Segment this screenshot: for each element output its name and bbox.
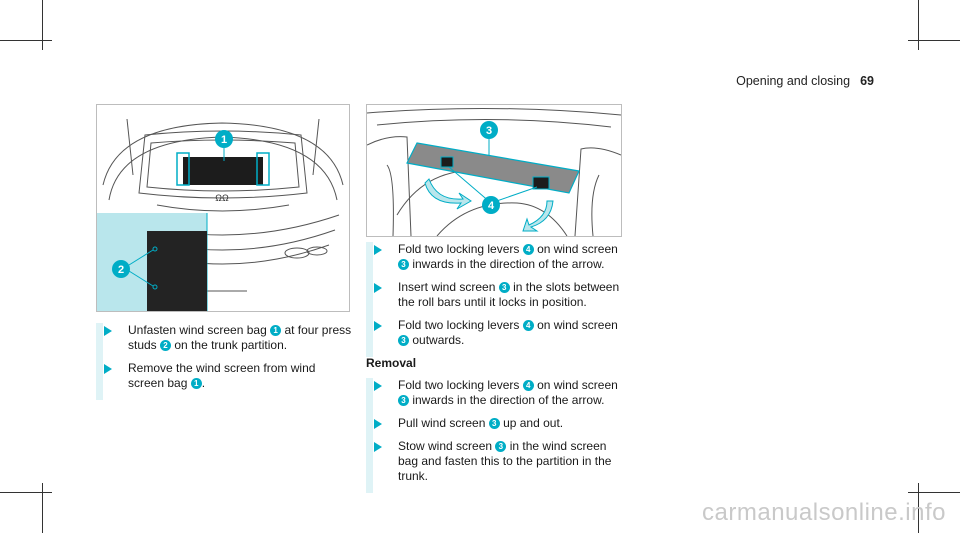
step-bar [366, 318, 373, 357]
ref-number: 3 [495, 441, 507, 452]
ref-number: 4 [522, 320, 534, 331]
step-text: Fold two locking levers 4 on wind screen… [398, 378, 618, 407]
crop-mark [0, 40, 52, 41]
crop-mark [918, 483, 919, 533]
trunk-illustration: ΩΩ 1 2 [97, 118, 344, 311]
svg-text:3: 3 [486, 125, 492, 137]
instruction-step: Pull wind screen 3 up and out. [366, 416, 622, 440]
ref-number: 3 [398, 259, 409, 270]
svg-text:1: 1 [221, 134, 227, 146]
callout-2: 2 [112, 260, 130, 278]
crop-mark [908, 40, 960, 41]
arrow-icon [374, 321, 382, 331]
step-text: Stow wind screen 3 in the wind screen ba… [398, 439, 612, 483]
step-text: Fold two locking levers 4 on wind screen… [398, 242, 618, 271]
step-text: Remove the wind screen from wind screen … [128, 361, 316, 390]
step-text: Insert wind screen 3 in the slots betwee… [398, 280, 620, 309]
step-bar [96, 361, 103, 400]
step-bar [366, 378, 373, 417]
crop-mark [0, 492, 52, 493]
wind-screen-illustration: 3 4 [367, 107, 621, 236]
ref-number: 1 [190, 378, 202, 389]
watermark: carmanualsonline.info [702, 499, 946, 526]
crop-mark [42, 0, 43, 50]
instruction-step: Remove the wind screen from wind screen … [96, 361, 352, 400]
ref-number: 4 [522, 380, 534, 391]
section-title: Opening and closing [736, 74, 851, 88]
step-bar [96, 323, 103, 362]
instruction-step: Fold two locking levers 4 on wind screen… [366, 318, 622, 357]
step-bar [366, 280, 373, 319]
right-instructions: Fold two locking levers 4 on wind screen… [366, 242, 622, 493]
svg-text:4: 4 [488, 200, 495, 212]
step-bar [366, 416, 373, 440]
arrow-icon [104, 326, 112, 336]
arrow-icon [374, 419, 382, 429]
step-text: Pull wind screen 3 up and out. [398, 416, 564, 430]
instruction-step: Insert wind screen 3 in the slots betwee… [366, 280, 622, 319]
ref-number: 3 [398, 395, 409, 406]
ref-number: 3 [398, 335, 409, 346]
page-header: Opening and closing 69 [736, 74, 874, 88]
ref-number: 4 [522, 244, 534, 255]
instruction-step: Stow wind screen 3 in the wind screen ba… [366, 439, 622, 493]
step-text: Fold two locking levers 4 on wind screen… [398, 318, 618, 347]
arrow-icon [374, 283, 382, 293]
ref-number: 3 [488, 418, 500, 429]
instruction-step: Fold two locking levers 4 on wind screen… [366, 378, 622, 417]
callout-3: 3 [480, 121, 498, 139]
ref-number: 2 [160, 340, 172, 351]
figure-trunk: ΩΩ 1 2 [96, 104, 350, 312]
ref-number: 1 [270, 325, 282, 336]
step-text: Unfasten wind screen bag 1 at four press… [128, 323, 352, 352]
crop-mark [918, 0, 919, 50]
instruction-step: Unfasten wind screen bag 1 at four press… [96, 323, 352, 362]
arrow-icon [374, 245, 382, 255]
instruction-step: Fold two locking levers 4 on wind screen… [366, 242, 622, 281]
ref-number: 3 [498, 282, 510, 293]
svg-text:2: 2 [118, 264, 124, 276]
arrow-icon [374, 381, 382, 391]
figure-wind-screen: 3 4 [366, 104, 622, 237]
step-bar [366, 439, 373, 493]
page-number: 69 [860, 74, 874, 88]
arrow-icon [374, 442, 382, 452]
left-instructions: Unfasten wind screen bag 1 at four press… [96, 323, 352, 400]
car-emblem: ΩΩ [215, 193, 229, 203]
callout-4: 4 [482, 196, 500, 214]
crop-mark [908, 492, 960, 493]
callout-1: 1 [215, 130, 233, 148]
step-bar [366, 242, 373, 281]
arrow-icon [104, 364, 112, 374]
removal-heading: Removal [366, 356, 417, 370]
crop-mark [42, 483, 43, 533]
